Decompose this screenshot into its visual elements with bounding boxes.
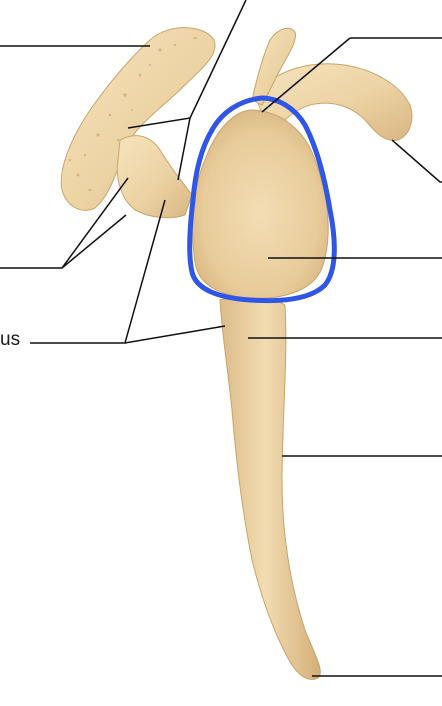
leader-line-bottom-left (30, 199, 166, 344)
superior-process (251, 27, 297, 106)
partial-label: us (0, 329, 21, 350)
leader-line-mid-left (127, 117, 191, 181)
scapular-neck (116, 135, 193, 219)
coracoid-process (254, 63, 413, 141)
bone-texture (68, 36, 197, 192)
leader-line-bottom-left-b (124, 325, 226, 344)
leader-line-coracoid (391, 139, 442, 183)
acromion-process (60, 27, 216, 211)
leader-line-top-diagonal (189, 0, 247, 119)
glenoid-fossa (192, 109, 329, 299)
leader-lines (0, 0, 442, 677)
lateral-border (219, 296, 321, 680)
leader-line-top-right (261, 37, 351, 113)
leader-line-left-double-b (61, 214, 127, 269)
highlight-outline (187, 95, 337, 304)
